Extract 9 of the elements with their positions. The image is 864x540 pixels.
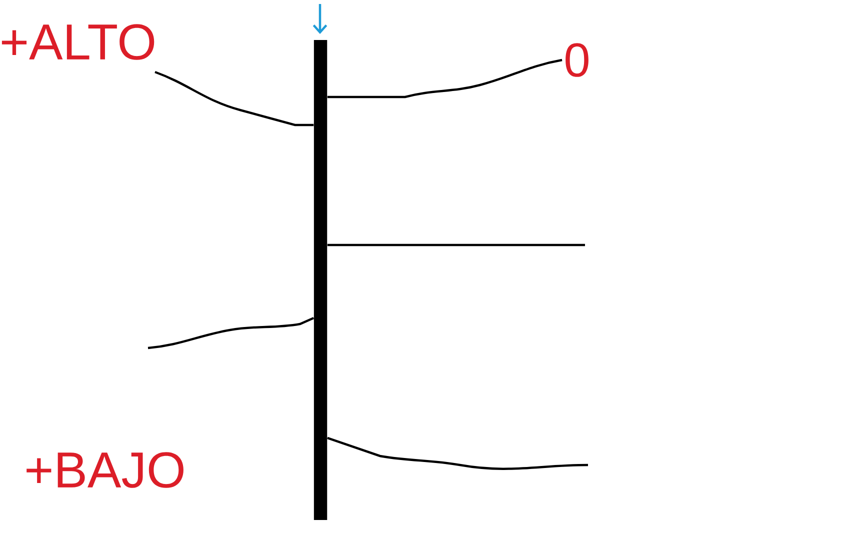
- zero-label: 0: [566, 43, 588, 77]
- line: [148, 316, 314, 350]
- label-text: +BAJO: [26, 452, 184, 488]
- label-text: +ALTO: [2, 24, 154, 60]
- line: [327, 244, 585, 246]
- line: [154, 70, 314, 126]
- vertical-bar: [314, 40, 328, 520]
- line: [327, 436, 588, 470]
- line: [327, 58, 562, 98]
